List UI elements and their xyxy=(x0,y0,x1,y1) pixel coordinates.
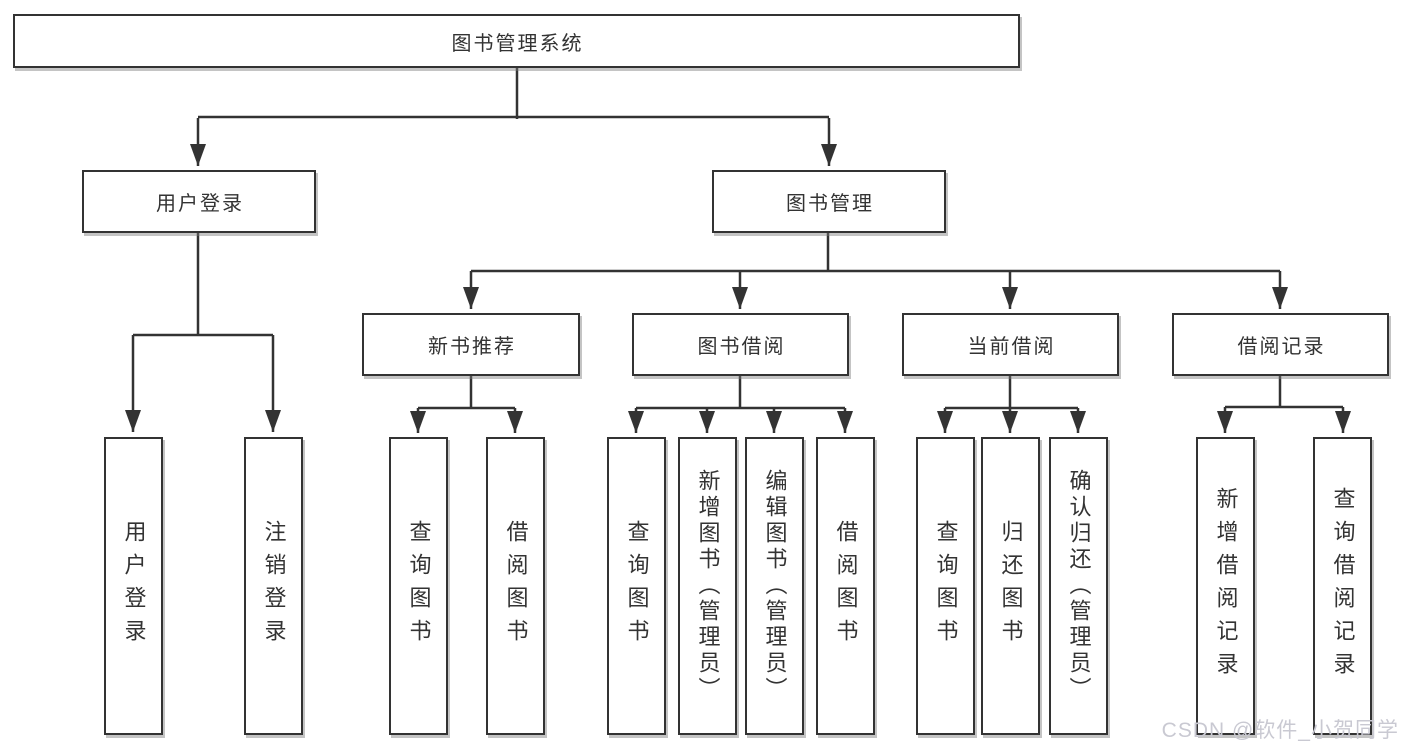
leaf-borrow-book-recommend-label: 借阅图书 xyxy=(503,520,529,652)
leaf-edit-book-admin-label: 编辑图书（管理员） xyxy=(762,469,788,703)
leaf-query-borrow-record: 查询借阅记录 xyxy=(1313,437,1372,735)
leaf-confirm-return-admin-label: 确认归还（管理员） xyxy=(1066,469,1092,703)
node-borrow-records: 借阅记录 xyxy=(1172,313,1389,376)
node-user-login: 用户登录 xyxy=(82,170,316,233)
node-book-management: 图书管理 xyxy=(712,170,946,233)
leaf-add-book-admin: 新增图书（管理员） xyxy=(678,437,737,735)
leaf-query-book-current-label: 查询图书 xyxy=(933,520,959,652)
leaf-edit-book-admin: 编辑图书（管理员） xyxy=(745,437,804,735)
leaf-query-book-current: 查询图书 xyxy=(916,437,975,735)
leaf-query-book-borrow: 查询图书 xyxy=(607,437,666,735)
node-current-borrow: 当前借阅 xyxy=(902,313,1119,376)
leaf-confirm-return-admin: 确认归还（管理员） xyxy=(1049,437,1108,735)
leaf-user-login-label: 用户登录 xyxy=(121,520,147,652)
watermark: CSDN @软件_小贺同学 xyxy=(1161,719,1399,742)
leaf-query-book-borrow-label: 查询图书 xyxy=(624,520,650,652)
leaf-query-book-recommend: 查询图书 xyxy=(389,437,448,735)
leaf-add-borrow-record: 新增借阅记录 xyxy=(1196,437,1255,735)
leaf-add-borrow-record-label: 新增借阅记录 xyxy=(1213,487,1239,685)
node-book-borrow: 图书借阅 xyxy=(632,313,849,376)
leaf-return-book-label: 归还图书 xyxy=(998,520,1024,652)
leaf-borrow-book: 借阅图书 xyxy=(816,437,875,735)
leaf-logout-login: 注销登录 xyxy=(244,437,303,735)
leaf-user-login: 用户登录 xyxy=(104,437,163,735)
node-new-book-recommend: 新书推荐 xyxy=(362,313,580,376)
leaf-logout-login-label: 注销登录 xyxy=(261,520,287,652)
leaf-add-book-admin-label: 新增图书（管理员） xyxy=(695,469,721,703)
leaf-query-book-recommend-label: 查询图书 xyxy=(406,520,432,652)
leaf-borrow-book-recommend: 借阅图书 xyxy=(486,437,545,735)
leaf-return-book: 归还图书 xyxy=(981,437,1040,735)
node-library-management-system: 图书管理系统 xyxy=(13,14,1020,68)
leaf-query-borrow-record-label: 查询借阅记录 xyxy=(1330,487,1356,685)
leaf-borrow-book-label: 借阅图书 xyxy=(833,520,859,652)
